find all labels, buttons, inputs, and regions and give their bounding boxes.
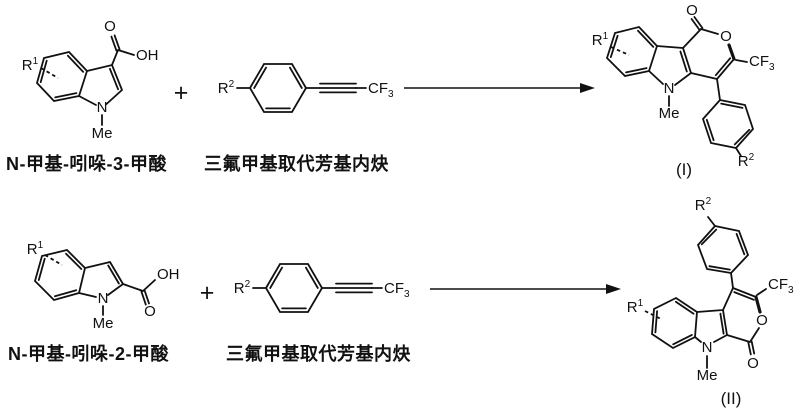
n-label: N	[702, 339, 713, 356]
aromatic-inner-bonds	[39, 54, 85, 99]
reaction-arrow-row1	[404, 83, 595, 93]
aryl-attach-bond	[716, 78, 721, 101]
r2-label: R2	[738, 152, 755, 170]
carbonyl-o-label: O	[144, 303, 156, 320]
r1-label: R1	[22, 56, 39, 74]
bond-skeleton	[605, 16, 755, 157]
structure-aryl-cf3-alkyne-row2: R2 CF3	[234, 263, 410, 313]
cf3-label: CF3	[768, 276, 794, 296]
bond-skeleton	[644, 216, 767, 369]
lactone-ring	[722, 287, 760, 343]
ring-o-label: O	[720, 28, 732, 45]
carboxyl-bonds	[122, 279, 156, 292]
carbonyl-o-label: O	[104, 18, 116, 35]
cf3-bond	[756, 288, 767, 296]
n-label: N	[97, 99, 108, 116]
product-tag-II: (II)	[720, 389, 742, 408]
carbonyl-double-bond	[747, 340, 756, 356]
lactone-ring	[682, 28, 735, 80]
carboxyl-bonds	[111, 49, 135, 66]
aryl-ring	[701, 99, 755, 149]
r2-label: R2	[234, 279, 251, 297]
cf3-bond	[735, 59, 748, 63]
pyrrole-ring	[648, 45, 692, 86]
carbonyl-double-bond	[110, 34, 121, 52]
caption-reactant1-row2: N-甲基-吲哚-2-甲酸	[8, 344, 169, 364]
me-label: Me	[92, 125, 113, 142]
pyrrole-ring	[694, 309, 728, 343]
r1-label: R1	[592, 31, 609, 49]
plus-sign-row1: +	[173, 79, 189, 107]
arrow-head	[606, 284, 621, 294]
benzene-ring	[651, 296, 698, 350]
reaction-arrow-row2	[430, 284, 621, 294]
n-label: N	[98, 290, 109, 307]
caption-reactant2-row2: 三氟甲基取代芳基内炔	[226, 344, 411, 364]
r1-variable-bond	[644, 310, 662, 320]
c3-o-bold-bond	[754, 295, 762, 314]
r1-label: R1	[27, 240, 44, 258]
carbonyl-o-label: O	[747, 355, 759, 372]
me-label: Me	[697, 367, 718, 384]
aryl-ring	[696, 225, 750, 274]
aromatic-inner-bonds	[253, 66, 303, 110]
r1-variable-bond	[44, 254, 63, 266]
benzene-ring	[248, 63, 308, 113]
fused-double-bond	[679, 50, 688, 73]
c2-c3-double-bond	[107, 264, 120, 285]
caption-reactant2-row1: 三氟甲基取代芳基内炔	[204, 154, 389, 174]
aryl-attach-bond	[730, 272, 734, 289]
aryl-inner-bonds	[700, 228, 746, 271]
structure-indole-3-carboxylic-acid: R1 O OH N Me	[22, 18, 159, 142]
me-label: Me	[93, 315, 114, 332]
c3-c4-double-bond	[714, 57, 732, 77]
cf3-label: CF3	[368, 80, 394, 100]
r1-variable-bond	[610, 46, 630, 56]
structure-aryl-cf3-alkyne-row1: R2 CF3	[218, 63, 394, 113]
oh-label: OH	[136, 47, 159, 64]
oh-label: OH	[157, 266, 180, 283]
carbonyl-o-label: O	[686, 2, 698, 19]
arrow-head	[580, 83, 595, 93]
ring-o-label: O	[756, 312, 768, 329]
aromatic-inner-bonds	[269, 266, 319, 310]
r2-bond	[707, 216, 716, 227]
aromatic-inner-bonds	[37, 252, 83, 298]
me-label: Me	[659, 105, 680, 122]
r2-bond	[735, 147, 742, 157]
bond-skeleton	[33, 249, 156, 316]
r2-label: R2	[695, 196, 712, 214]
cf3-label: CF3	[384, 280, 410, 300]
r2-label: R2	[218, 79, 235, 97]
cf3-label: CF3	[749, 53, 775, 73]
benzene-ring	[35, 51, 89, 102]
plus-sign-row2: +	[199, 279, 215, 307]
bond-skeleton	[236, 63, 367, 113]
benzene-ring	[264, 263, 324, 313]
benzene-ring	[605, 25, 659, 77]
structure-product-II: R2 R1 CF3 O O N Me	[627, 196, 794, 384]
o-c3-bold-bond	[727, 43, 736, 61]
triple-bond	[335, 282, 373, 294]
carbonyl-double-bond	[690, 16, 704, 31]
triple-bond	[319, 82, 357, 94]
structure-indole-2-carboxylic-acid: R1 OH O N Me	[27, 240, 180, 332]
n-label: N	[664, 80, 675, 97]
aryl-inner-bonds	[705, 102, 751, 146]
r1-label: R1	[627, 298, 644, 316]
product-tag-I: (I)	[675, 160, 693, 179]
c2-c3-double-bond	[109, 67, 119, 91]
structure-product-I: R1 O O CF3 N Me R2	[592, 2, 775, 170]
c3-c4-double-bond	[733, 291, 755, 301]
carbonyl-double-bond	[140, 289, 150, 306]
r1-variable-bond	[40, 67, 59, 79]
aromatic-inner-bonds	[609, 29, 655, 74]
caption-reactant1-row1: N-甲基-吲哚-3-甲酸	[6, 154, 167, 174]
benzene-ring	[33, 249, 86, 302]
pyrrole-ring	[78, 261, 124, 298]
aromatic-inner-bonds	[654, 300, 695, 346]
fused-double-bond	[719, 312, 725, 335]
bond-skeleton	[35, 34, 135, 126]
bond-skeleton	[252, 263, 383, 313]
